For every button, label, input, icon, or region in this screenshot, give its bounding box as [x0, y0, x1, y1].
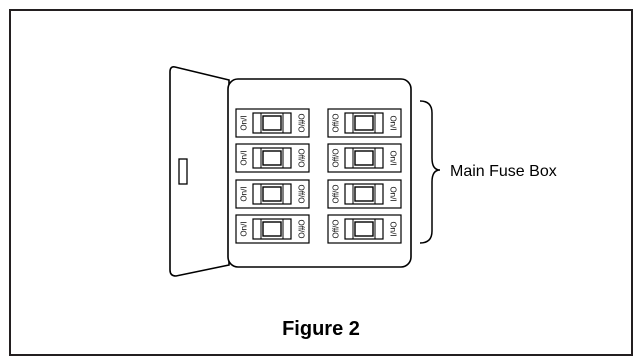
breaker-switch-left-4: On/I Off/O [235, 214, 310, 244]
switch-off-label: Off/O [297, 149, 306, 168]
fuse-box-door [169, 66, 230, 277]
switch-off-label: Off/O [332, 149, 341, 168]
switch-off-label: Off/O [297, 185, 306, 204]
breaker-toggle-lever [354, 115, 374, 131]
breaker-toggle-lever [354, 221, 374, 237]
breaker-switch-right-3: Off/O On/I [327, 179, 402, 209]
breaker-toggle-lever [262, 186, 282, 202]
callout-label: Main Fuse Box [450, 163, 557, 180]
switch-off-label: Off/O [332, 114, 341, 133]
switch-on-label: On/I [389, 115, 398, 130]
breaker-switch-right-1: Off/O On/I [327, 108, 402, 138]
breaker-switch-left-3: On/I Off/O [235, 179, 310, 209]
breaker-switch-left-2: On/I Off/O [235, 143, 310, 173]
switch-on-label: On/I [240, 221, 249, 236]
breaker-toggle-lever [262, 115, 282, 131]
breaker-switch-left-1: On/I Off/O [235, 108, 310, 138]
switch-off-label: Off/O [332, 220, 341, 239]
breaker-toggle-lever [262, 150, 282, 166]
switch-on-label: On/I [389, 150, 398, 165]
door-latch [178, 158, 188, 185]
breaker-switch-right-4: Off/O On/I [327, 214, 402, 244]
switch-on-label: On/I [240, 115, 249, 130]
breaker-switch-right-2: Off/O On/I [327, 143, 402, 173]
switch-on-label: On/I [240, 150, 249, 165]
breaker-toggle-lever [354, 186, 374, 202]
switch-off-label: Off/O [297, 114, 306, 133]
breaker-toggle-lever [354, 150, 374, 166]
switch-on-label: On/I [240, 186, 249, 201]
callout-brace [419, 100, 441, 244]
figure-caption: Figure 2 [282, 318, 360, 340]
switch-off-label: Off/O [297, 220, 306, 239]
breaker-toggle-lever [262, 221, 282, 237]
switch-on-label: On/I [389, 221, 398, 236]
switch-off-label: Off/O [332, 185, 341, 204]
switch-on-label: On/I [389, 186, 398, 201]
